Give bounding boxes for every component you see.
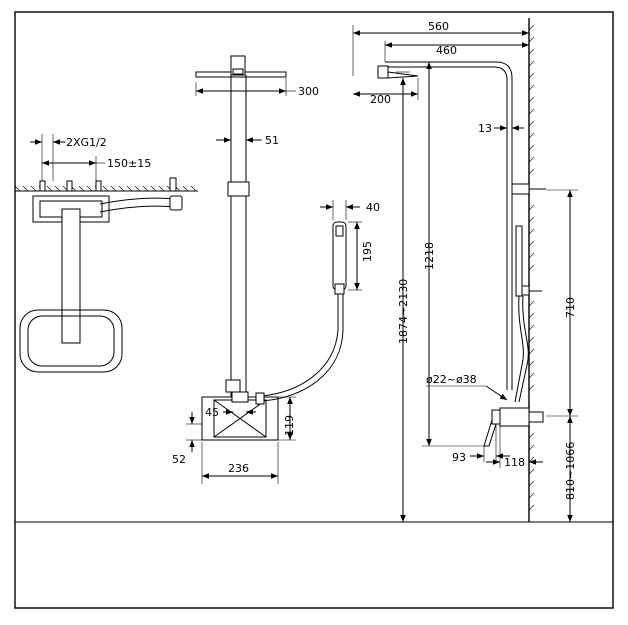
drawing-frame [14,11,614,609]
label-total-height: 1874~2130 [397,279,410,344]
side-view: 560 460 200 13 1874~2130 1218 710 810~10… [352,18,578,523]
label-mixer-width: 236 [228,462,249,475]
label-bracket-spacing: 710 [564,297,577,318]
label-pipe-diameter: ø22~ø38 [426,373,477,386]
label-mixer-height: 119 [283,415,296,436]
label-fitting-spec: 2XG1/2 [66,136,107,149]
label-mixer-depth: 52 [172,453,186,466]
front-view: 300 51 40 195 45 119 52 236 [172,55,380,484]
label-head-depth: 200 [370,93,391,106]
label-inlet-spacing: 150±15 [107,157,151,170]
label-head-width: 300 [298,85,319,98]
label-overall-depth: 560 [428,20,449,33]
label-mixer-projection: 118 [504,456,525,469]
label-handset-length: 195 [361,241,374,262]
label-pipe-gap: 13 [478,122,492,135]
label-handle-offset: 93 [452,451,466,464]
label-mixer-offset: 45 [205,406,219,419]
label-inlet-height: 810~1066 [564,442,577,500]
label-riser-height: 1218 [423,242,436,270]
label-handset-width: 40 [366,201,380,214]
label-arm-projection: 460 [436,44,457,57]
top-view: 2XG1/2 150±15 [14,134,198,373]
label-column-width: 51 [265,134,279,147]
